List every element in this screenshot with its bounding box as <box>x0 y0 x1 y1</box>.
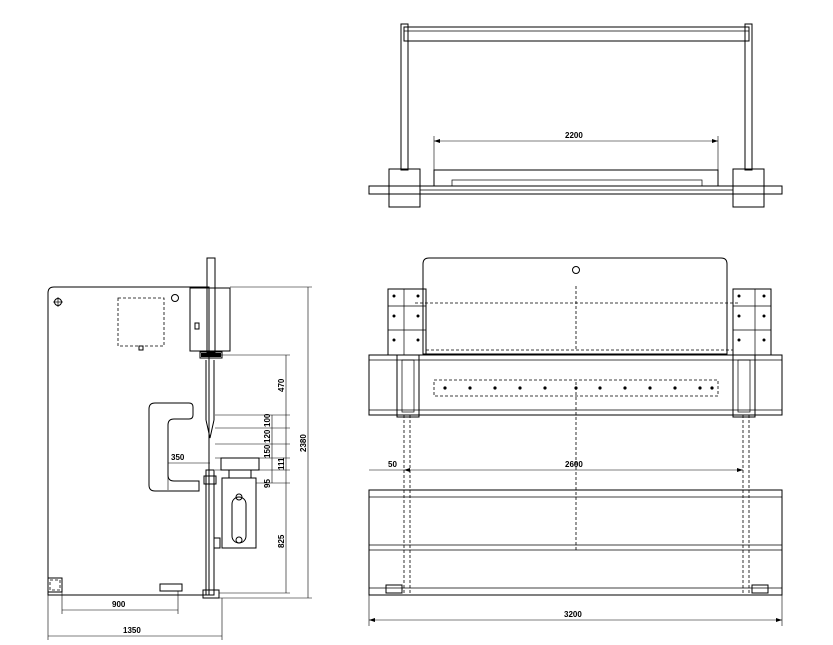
dim-120: 120 <box>263 429 272 443</box>
dim-50: 50 <box>388 460 397 469</box>
dim-95: 95 <box>263 479 272 488</box>
dim-900: 900 <box>112 600 126 609</box>
dim-2200: 2200 <box>565 131 583 140</box>
dim-3200: 3200 <box>564 610 582 619</box>
dim-150: 150 <box>263 444 272 458</box>
top-view: 2200 <box>368 23 783 208</box>
dim-2600: 2600 <box>565 460 583 469</box>
dim-2380: 2380 <box>299 434 308 452</box>
dim-470: 470 <box>277 378 286 392</box>
side-view: 470 100 120 150 111 95 825 2380 350 900 … <box>47 257 312 640</box>
front-view: 50 2600 3200 <box>368 257 783 626</box>
dim-1350: 1350 <box>123 626 141 635</box>
dim-825: 825 <box>277 534 286 548</box>
dim-350: 350 <box>171 453 185 462</box>
dim-111: 111 <box>277 457 286 470</box>
dim-100: 100 <box>263 413 272 427</box>
